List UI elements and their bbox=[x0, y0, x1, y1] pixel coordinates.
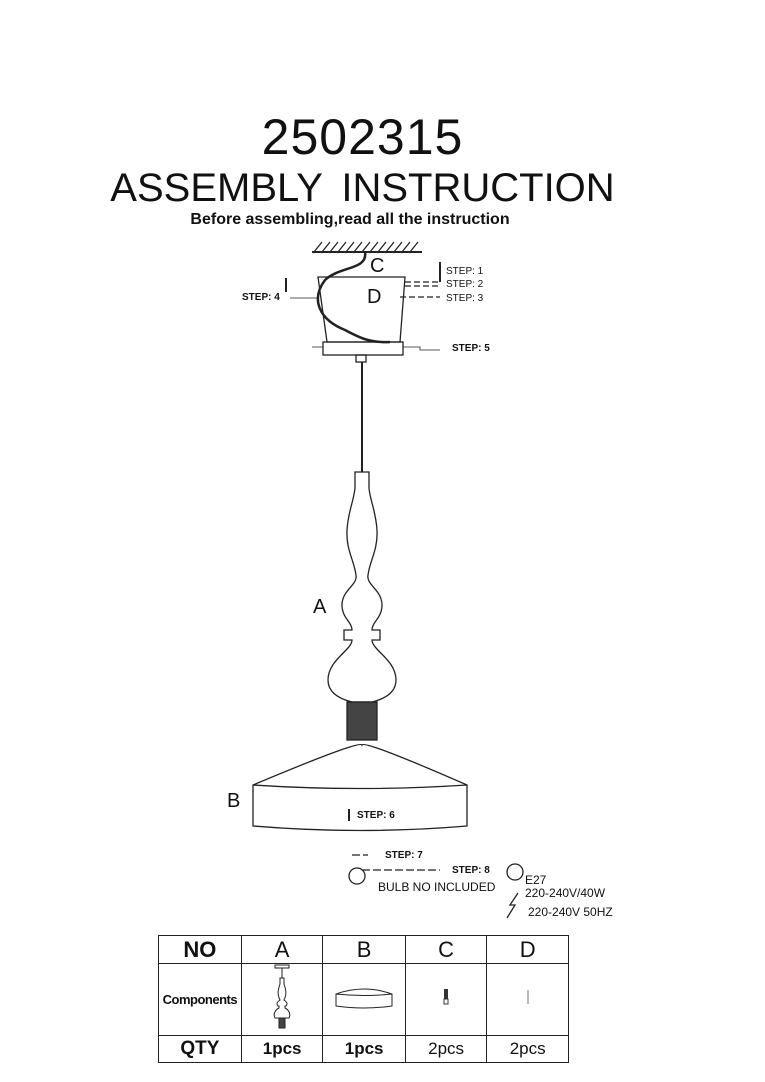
ceiling-hatch bbox=[312, 241, 422, 253]
component-b-image bbox=[322, 963, 406, 1036]
qty-a: 1pcs bbox=[240, 1035, 324, 1063]
component-a-image bbox=[240, 963, 324, 1036]
component-d-image bbox=[486, 963, 569, 1036]
step-2: STEP: 2 bbox=[446, 279, 484, 290]
lamp-body bbox=[327, 471, 397, 703]
step-1: STEP: 1 bbox=[446, 266, 484, 277]
part-label-b: B bbox=[227, 790, 241, 812]
bulb-socket: E27 bbox=[525, 873, 547, 887]
step-7: STEP: 7 bbox=[385, 850, 423, 861]
col-no-d: D bbox=[486, 935, 569, 964]
header-qty: QTY bbox=[158, 1035, 242, 1063]
step-8: STEP: 8 bbox=[452, 865, 490, 876]
lamp-shade bbox=[252, 743, 468, 832]
qty-d: 2pcs bbox=[486, 1035, 569, 1063]
canopy bbox=[285, 251, 441, 363]
power-supply: 220-240V 50HZ bbox=[528, 905, 613, 919]
qty-b: 1pcs bbox=[322, 1035, 406, 1063]
part-label-c: C bbox=[370, 255, 385, 277]
model-number: 2502315 bbox=[261, 109, 464, 165]
col-no-c: C bbox=[404, 935, 488, 964]
header-no: NO bbox=[158, 935, 242, 964]
step-5: STEP: 5 bbox=[452, 343, 490, 354]
step-3: STEP: 3 bbox=[446, 293, 484, 304]
part-label-d: D bbox=[367, 286, 382, 308]
step-4: STEP: 4 bbox=[242, 292, 280, 303]
component-c-image bbox=[404, 963, 488, 1036]
col-no-a: A bbox=[240, 935, 324, 964]
header-components: Components bbox=[158, 963, 242, 1036]
step-6: STEP: 6 bbox=[357, 810, 395, 821]
col-no-b: B bbox=[322, 935, 406, 964]
subtitle: Before assembling,read all the instructi… bbox=[190, 211, 510, 228]
socket-thread bbox=[346, 701, 378, 741]
lightning-icon bbox=[506, 892, 519, 919]
bulb-note: BULB NO INCLUDED bbox=[378, 880, 496, 894]
bulb-icon bbox=[506, 863, 524, 881]
part-label-a: A bbox=[313, 596, 327, 618]
page-title: ASSEMBLY INSTRUCTION bbox=[110, 166, 615, 210]
components-table: NO A B C D Components QTY 1pcs 1pcs 2pcs… bbox=[158, 935, 569, 1063]
bulb-rating: 220-240V/40W bbox=[525, 886, 606, 900]
qty-c: 2pcs bbox=[404, 1035, 488, 1063]
